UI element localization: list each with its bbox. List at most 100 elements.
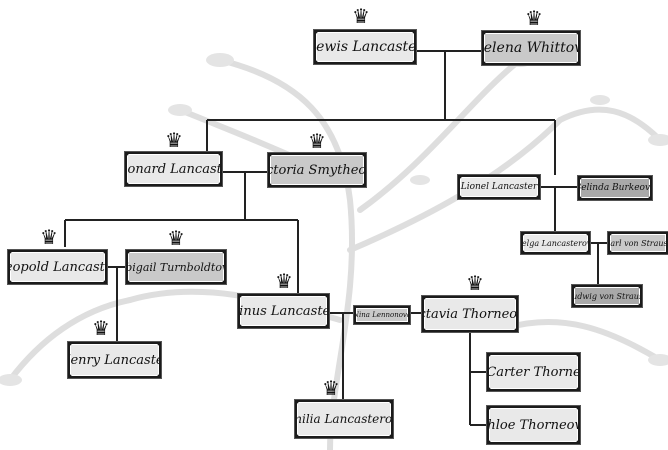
corner-ornament xyxy=(576,387,578,389)
corner-ornament xyxy=(536,195,538,197)
corner-ornament xyxy=(240,296,242,298)
corner-ornament xyxy=(240,324,242,326)
person-name: Nina Lennonová xyxy=(354,311,410,319)
corner-ornament xyxy=(389,402,391,404)
crown-icon: ♛ xyxy=(92,316,110,340)
corner-ornament xyxy=(70,374,72,376)
corner-ornament xyxy=(270,183,272,185)
person-box-lewis-lancaster[interactable]: Lewis Lancaster xyxy=(314,30,416,64)
corner-ornament xyxy=(484,33,486,35)
person-name: Leonard Lancaster xyxy=(127,161,222,177)
corner-ornament xyxy=(412,32,414,34)
corner-ornament xyxy=(222,280,224,282)
corner-ornament xyxy=(103,252,105,254)
corner-ornament xyxy=(325,296,327,298)
corner-ornament xyxy=(576,355,578,357)
person-box-helga-lancasterova[interactable]: Helga Lancasterová xyxy=(521,232,590,254)
corner-ornament xyxy=(523,234,525,236)
corner-ornament xyxy=(157,344,159,346)
corner-ornament xyxy=(460,177,462,179)
corner-ornament xyxy=(127,154,129,156)
corner-ornament xyxy=(325,324,327,326)
person-name: Octavia Thorneová xyxy=(424,306,518,322)
corner-ornament xyxy=(489,355,491,357)
corner-ornament xyxy=(648,196,650,198)
crown-icon: ♛ xyxy=(165,128,183,152)
person-name: Carter Thorne xyxy=(487,364,580,380)
person-box-belinda-burkeova[interactable]: Belinda Burkeová xyxy=(578,176,652,200)
corner-ornament xyxy=(297,402,299,404)
corner-ornament xyxy=(460,195,462,197)
person-name: Leopold Lancaster xyxy=(10,259,105,275)
person-box-victoria-smytheova[interactable]: Victoria Smytheová xyxy=(268,153,366,187)
corner-ornament xyxy=(610,234,612,236)
corner-ornament xyxy=(489,408,491,410)
person-box-leopold-lancaster[interactable]: Leopold Lancaster xyxy=(8,250,107,284)
corner-ornament xyxy=(128,280,130,282)
corner-ornament xyxy=(638,287,640,289)
corner-ornament xyxy=(218,154,220,156)
crown-icon: ♛ xyxy=(308,129,326,153)
corner-ornament xyxy=(362,183,364,185)
corner-ornament xyxy=(536,177,538,179)
corner-ornament xyxy=(580,178,582,180)
corner-ornament xyxy=(574,287,576,289)
corner-ornament xyxy=(580,196,582,198)
person-name: Lewis Lancaster xyxy=(316,39,416,55)
crown-icon: ♛ xyxy=(40,225,58,249)
corner-ornament xyxy=(412,60,414,62)
person-box-lionel-lancaster[interactable]: Lionel Lancaster xyxy=(458,175,540,199)
person-box-helena-whittova[interactable]: Helena Whittová xyxy=(482,31,580,65)
crown-icon: ♛ xyxy=(352,4,370,28)
person-name: Helga Lancasterová xyxy=(521,238,588,248)
corner-ornament xyxy=(10,280,12,282)
corner-ornament xyxy=(576,440,578,442)
corner-ornament xyxy=(638,303,640,305)
person-box-henry-lancaster[interactable]: Henry Lancaster xyxy=(68,342,161,378)
person-name: Ludwig von Strauss xyxy=(572,291,640,301)
corner-ornament xyxy=(576,408,578,410)
person-box-carter-thorne[interactable]: Carter Thorne xyxy=(487,353,580,391)
corner-ornament xyxy=(222,252,224,254)
crown-icon: ♛ xyxy=(525,6,543,30)
person-box-abigail-turnboldtova[interactable]: Abigail Turnboldtová xyxy=(126,250,226,284)
person-box-octavia-thorneova[interactable]: Octavia Thorneová xyxy=(422,296,518,332)
crown-icon: ♛ xyxy=(466,271,484,295)
person-name: Chloe Thorneová xyxy=(487,417,578,433)
person-box-emilia-lancasterova[interactable]: Emilia Lancasterová xyxy=(295,400,393,438)
corner-ornament xyxy=(648,178,650,180)
corner-ornament xyxy=(424,328,426,330)
person-name: Henry Lancaster xyxy=(70,352,159,368)
corner-ornament xyxy=(362,155,364,157)
person-name: Victoria Smytheová xyxy=(270,162,366,178)
corner-ornament xyxy=(10,252,12,254)
corner-ornament xyxy=(576,61,578,63)
person-box-ludwig-von-strauss[interactable]: Ludwig von Strauss xyxy=(572,285,642,307)
person-box-chloe-thorneova[interactable]: Chloe Thorneová xyxy=(487,406,580,444)
person-box-leonard-lancaster[interactable]: Leonard Lancaster xyxy=(125,152,222,186)
corner-ornament xyxy=(316,60,318,62)
corner-ornament xyxy=(218,182,220,184)
person-name: Lionel Lancaster xyxy=(460,182,538,192)
corner-ornament xyxy=(128,252,130,254)
corner-ornament xyxy=(586,250,588,252)
person-name: Emilia Lancasterová xyxy=(297,412,393,426)
corner-ornament xyxy=(489,387,491,389)
corner-ornament xyxy=(484,61,486,63)
person-name: Helena Whittová xyxy=(483,40,578,56)
corner-ornament xyxy=(297,434,299,436)
corner-ornament xyxy=(70,344,72,346)
corner-ornament xyxy=(270,155,272,157)
crown-icon: ♛ xyxy=(275,269,293,293)
corner-ornament xyxy=(576,33,578,35)
person-box-nina-lennonova[interactable]: Nina Lennonová xyxy=(354,306,410,324)
corner-ornament xyxy=(610,250,612,252)
person-name: Belinda Burkeová xyxy=(578,183,652,193)
corner-ornament xyxy=(586,234,588,236)
person-box-linus-lancaster[interactable]: Linus Lancaster xyxy=(238,294,329,328)
crown-icon: ♛ xyxy=(167,226,185,250)
corner-ornament xyxy=(103,280,105,282)
corner-ornament xyxy=(424,298,426,300)
person-name: Carl von Strauss xyxy=(610,238,668,248)
person-box-carl-von-strauss[interactable]: Carl von Strauss xyxy=(608,232,668,254)
